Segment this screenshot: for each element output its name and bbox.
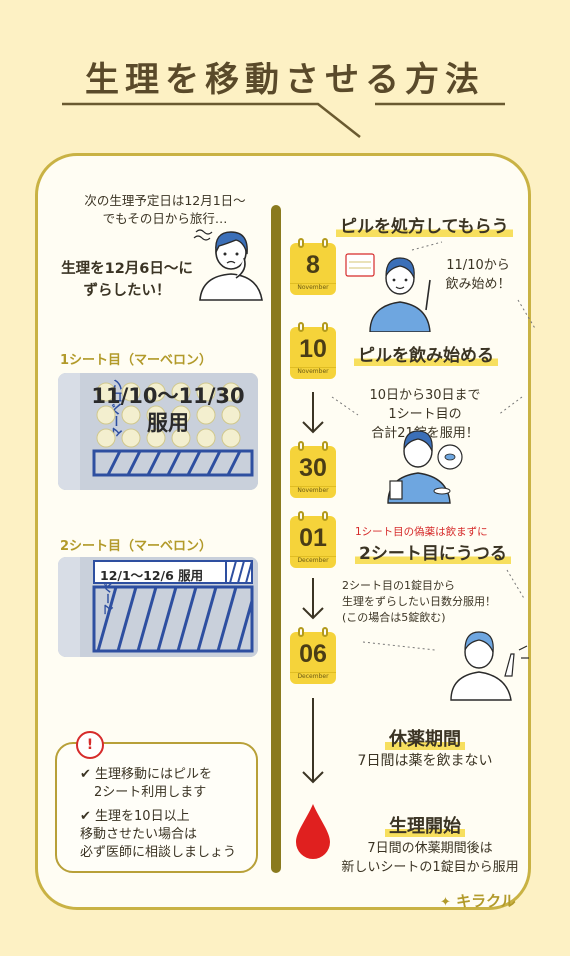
- sheet1-dose-text: 11/10〜11/30 服用: [78, 383, 258, 437]
- intro-line-1: 次の生理予定日は12月1日〜: [84, 193, 246, 208]
- nurse-illustration: [345, 253, 431, 332]
- warning-item-1-line-2: 2シート利用します: [94, 785, 207, 800]
- calendar-badge-06: 06 December: [290, 627, 336, 684]
- intro-text: 次の生理予定日は12月1日〜 でもその日から旅行…: [70, 192, 260, 228]
- calendar-badge-10: 10 November: [290, 322, 336, 379]
- start-note-line-1: 11/10から: [446, 258, 510, 273]
- sheet2-image: マーベロン 12/1〜12/6 服用: [58, 557, 258, 657]
- calendar-badge-30: 30 November: [290, 441, 336, 498]
- placebo-note: 1シート目の偽薬は飲まずに: [355, 526, 488, 538]
- wish-line-1: 生理を12月6日〜に: [61, 261, 193, 277]
- sheet1-take: 服用: [147, 411, 189, 435]
- start-note-line-2: 飲み始め！: [445, 277, 511, 292]
- page-title: 生理を移動させる方法: [85, 60, 485, 100]
- sheet1-label: 1シート目（マーベロン）: [60, 353, 213, 368]
- step-prescribe: ピルを処方してもらう: [336, 212, 513, 237]
- warning-item-1: ✔ 生理移動にはピルを 2シート利用します: [80, 766, 212, 802]
- badge-month: December: [297, 557, 329, 564]
- badge-day: 01: [299, 524, 327, 552]
- step-period: 生理開始: [350, 812, 500, 838]
- sheet1-dates: 11/10〜11/30: [91, 384, 245, 408]
- title-underline: [62, 102, 505, 138]
- badge-day: 30: [299, 454, 327, 482]
- rest-desc: 7日間は薬を飲まない: [357, 753, 493, 769]
- take-illustration: [331, 396, 523, 504]
- wish-line-2: ずらしたい！: [83, 283, 171, 299]
- badge-month: November: [297, 487, 329, 494]
- badge-month: November: [297, 284, 329, 291]
- period-line-2: 新しいシートの1錠目から服用: [341, 860, 519, 875]
- sheet2-label: 2シート目（マーベロン）: [60, 539, 213, 554]
- warning-item-2-line-3: 必ず医師に相談しましょう: [80, 845, 237, 860]
- calendar-badge-8: 8 November: [290, 238, 336, 295]
- warning-icon: !: [76, 731, 104, 759]
- start-note: 11/10から 飲み始め！: [433, 256, 523, 294]
- speech-dots: [411, 241, 537, 331]
- warning-item-2-line-1: ✔ 生理を10日以上: [80, 809, 190, 824]
- timeline-arrows: [296, 392, 330, 859]
- sparkle-icon: ✦: [440, 895, 451, 910]
- switch-text: 2シート目の1錠目から 生理をずらしたい日数分服用！ (この場合は5錠飲む): [342, 578, 496, 626]
- sheet2-dose-text: 12/1〜12/6 服用: [100, 568, 204, 583]
- badge-month: December: [297, 673, 329, 680]
- switch-line-2: 生理をずらしたい日数分服用！: [342, 595, 496, 608]
- blood-drop-icon: [296, 804, 330, 859]
- wish-text: 生理を12月6日〜に ずらしたい！: [52, 258, 202, 302]
- logo: ✦ キラクル: [440, 890, 516, 911]
- warning-item-2-line-2: 移動させたい場合は: [80, 827, 198, 842]
- period-line-1: 7日間の休薬期間後は: [367, 841, 493, 856]
- take-line-2: 1シート目の: [388, 407, 462, 422]
- step-switch: 2シート目にうつる: [355, 539, 511, 564]
- badge-month: November: [297, 368, 329, 375]
- timeline-rule: [271, 205, 281, 873]
- step-rest: 休薬期間: [350, 725, 500, 751]
- take-line-1: 10日から30日まで: [369, 388, 481, 403]
- worried-woman-illustration: [193, 229, 263, 301]
- badge-day: 10: [299, 335, 327, 363]
- warning-item-2: ✔ 生理を10日以上 移動させたい場合は 必ず医師に相談しましょう: [80, 808, 236, 862]
- badge-day: 8: [306, 251, 320, 279]
- switch-line-1: 2シート目の1錠目から: [342, 579, 455, 592]
- warning-item-1-line-1: ✔ 生理移動にはピルを: [80, 767, 213, 782]
- intro-line-2: でもその日から旅行…: [102, 211, 228, 226]
- logo-text: キラクル: [456, 892, 516, 910]
- sheet1-image: マーベロン 11/10〜11/30 服用: [58, 373, 258, 490]
- switch-line-3: (この場合は5錠飲む): [342, 611, 446, 624]
- calendar-badge-01: 01 December: [290, 511, 336, 568]
- step-start: ピルを飲み始める: [354, 341, 498, 366]
- badge-day: 06: [299, 640, 327, 668]
- warning-box: [55, 742, 258, 873]
- finger-woman-illustration: [362, 569, 529, 701]
- period-text: 7日間の休薬期間後は 新しいシートの1錠目から服用: [330, 839, 530, 877]
